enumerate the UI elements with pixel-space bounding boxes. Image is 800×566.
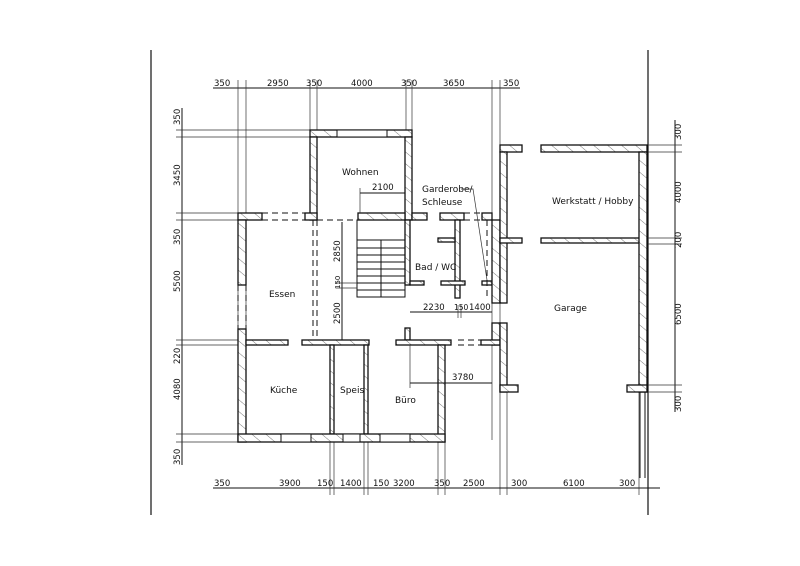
dim-label: 350 bbox=[173, 229, 183, 245]
room-label-buero: Büro bbox=[395, 396, 416, 406]
room-label-speis: Speis bbox=[340, 386, 364, 396]
dim-label: 6500 bbox=[674, 303, 684, 325]
room-label-werkstatt: Werkstatt / Hobby bbox=[552, 197, 634, 207]
room-label-schleuse: Schleuse bbox=[422, 198, 463, 208]
dim-label: 150 bbox=[334, 276, 342, 289]
inner-dimensions: 2100 2850 150 2500 2230 150 1400 3780 bbox=[333, 183, 492, 388]
dim-label: 150 bbox=[317, 479, 333, 489]
dim-label: 1400 bbox=[340, 479, 362, 489]
dim-label: 350 bbox=[214, 479, 230, 489]
dim-label: 350 bbox=[214, 79, 230, 89]
dim-label: 350 bbox=[401, 79, 417, 89]
dim-label: 350 bbox=[434, 479, 450, 489]
dim-label: 4000 bbox=[351, 79, 373, 89]
dim-label: 5500 bbox=[173, 270, 183, 292]
dimension-chain-right: 300 4000 200 6500 300 bbox=[648, 120, 684, 412]
dimension-chain-bottom: 350 3900 150 1400 150 3200 350 2500 300 … bbox=[213, 392, 660, 495]
dim-label: 150 bbox=[454, 303, 469, 312]
dim-label: 350 bbox=[503, 79, 519, 89]
dim-label: 2100 bbox=[372, 183, 394, 193]
room-label-wohnen: Wohnen bbox=[342, 168, 379, 178]
room-label-bad: Bad / WC bbox=[415, 263, 456, 273]
dim-label: 200 bbox=[674, 232, 684, 248]
dim-label: 300 bbox=[619, 479, 635, 489]
dim-label: 300 bbox=[511, 479, 527, 489]
window bbox=[336, 129, 388, 138]
dim-label: 300 bbox=[674, 124, 684, 140]
room-label-garderobe: Garderobe/ bbox=[422, 185, 474, 195]
dim-label: 3900 bbox=[279, 479, 301, 489]
window bbox=[280, 433, 312, 443]
dim-label: 350 bbox=[173, 449, 183, 465]
window bbox=[342, 433, 361, 443]
room-label-garage: Garage bbox=[554, 304, 587, 314]
dim-label: 3450 bbox=[173, 164, 183, 186]
dim-label: 2850 bbox=[333, 240, 343, 262]
window bbox=[379, 433, 411, 443]
dim-label: 6100 bbox=[563, 479, 585, 489]
dim-label: 3780 bbox=[452, 373, 474, 383]
dim-label: 2500 bbox=[333, 302, 343, 324]
room-labels: Wohnen Garderobe/ Schleuse Bad / WC Esse… bbox=[269, 168, 634, 406]
dim-label: 4080 bbox=[173, 378, 183, 400]
dim-label: 3200 bbox=[393, 479, 415, 489]
dim-label: 4000 bbox=[674, 181, 684, 203]
dim-label: 220 bbox=[173, 348, 183, 364]
dim-label: 350 bbox=[306, 79, 322, 89]
dim-label: 150 bbox=[373, 479, 389, 489]
dim-label: 2950 bbox=[267, 79, 289, 89]
stair-treads bbox=[357, 239, 405, 291]
dim-label: 2230 bbox=[423, 303, 445, 313]
dim-label: 350 bbox=[173, 109, 183, 125]
dim-label: 3650 bbox=[443, 79, 465, 89]
walls bbox=[237, 129, 648, 478]
dimension-chain-left: 350 3450 350 5500 220 4080 350 bbox=[173, 108, 310, 465]
dim-label: 1400 bbox=[469, 303, 491, 313]
leader-line bbox=[461, 188, 488, 281]
dim-label: 2500 bbox=[463, 479, 485, 489]
room-label-kueche: Küche bbox=[270, 386, 298, 396]
dim-label: 300 bbox=[674, 396, 684, 412]
room-label-essen: Essen bbox=[269, 290, 295, 300]
